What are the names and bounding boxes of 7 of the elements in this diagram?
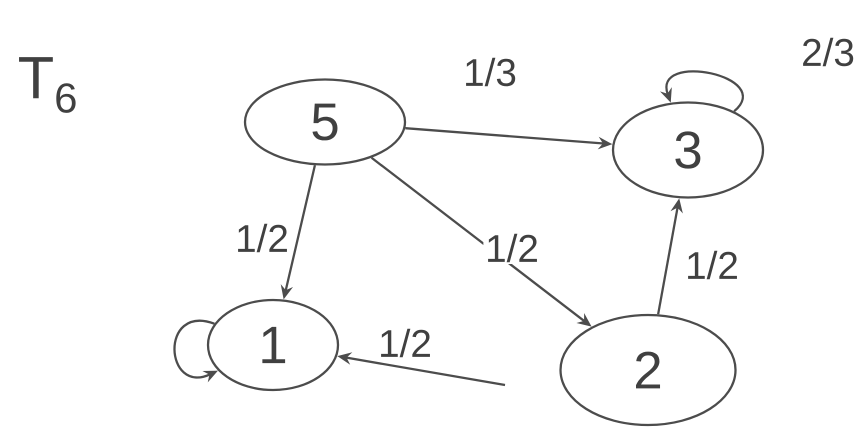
edge-label: 1/2	[683, 249, 741, 281]
edge-label: 1/3	[461, 56, 519, 88]
edge-label: 1/2	[233, 222, 291, 254]
edge-label: 2/3	[799, 36, 857, 68]
edge-label: 1/2	[483, 232, 541, 264]
edge-label: 1/2	[376, 327, 434, 359]
title: T$_{6}$	[19, 57, 76, 113]
